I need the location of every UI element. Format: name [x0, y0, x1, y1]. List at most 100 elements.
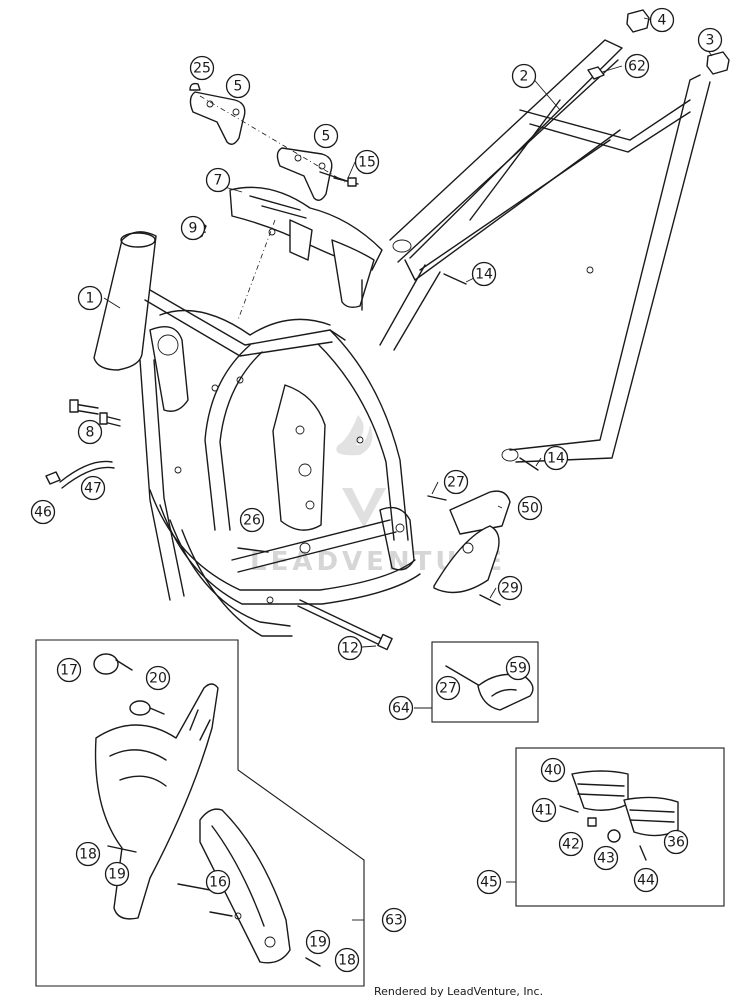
callout-25: 25	[189, 55, 215, 81]
callout-19b: 19	[305, 929, 331, 955]
callout-59: 59	[505, 655, 531, 681]
callout-label: 19	[309, 935, 327, 951]
callout-circle	[189, 55, 215, 81]
callout-circle	[80, 475, 106, 501]
callout-circle	[56, 657, 82, 683]
callout-label: 8	[86, 425, 95, 441]
long-bolt	[297, 599, 393, 651]
callout-36: 36	[663, 829, 689, 855]
callout-circle	[511, 63, 537, 89]
callout-label: 59	[509, 661, 527, 677]
callout-label: 27	[447, 475, 465, 491]
callout-label: 4	[658, 13, 667, 29]
callout-label: 42	[562, 837, 580, 853]
callout-label: 3	[706, 33, 715, 49]
callout-label: 29	[501, 581, 519, 597]
credit-text: Rendered by LeadVenture, Inc.	[374, 985, 544, 998]
callout-circle	[205, 869, 231, 895]
callout-label: 62	[628, 59, 646, 75]
callout-label: 19	[108, 867, 126, 883]
engine-bolt	[237, 547, 269, 553]
engine-mount-brackets	[189, 82, 359, 201]
callout-label: 44	[637, 873, 655, 889]
rear-subframe	[379, 39, 711, 463]
callout-19a: 19	[104, 861, 130, 887]
callout-circle	[543, 445, 569, 471]
callout-label: 9	[189, 221, 198, 237]
callout-circle	[697, 27, 723, 53]
callout-circle	[225, 73, 251, 99]
callout-circle	[505, 655, 531, 681]
skid-plate-bracket	[229, 186, 383, 321]
callout-14b: 14	[543, 445, 569, 471]
callout-14a: 14	[471, 261, 497, 287]
callout-63: 63	[381, 907, 407, 933]
callout-41: 41	[531, 797, 557, 823]
callout-circle	[540, 757, 566, 783]
callout-2: 2	[511, 63, 537, 89]
main-frame	[93, 231, 421, 637]
callout-circle	[624, 53, 650, 79]
callout-label: 47	[84, 481, 102, 497]
callout-label: 64	[392, 701, 410, 717]
callout-47: 47	[80, 475, 106, 501]
callout-circle	[593, 845, 619, 871]
callout-46: 46	[30, 499, 56, 525]
callout-label: 36	[667, 835, 685, 851]
callout-circle	[531, 797, 557, 823]
callout-label: 16	[209, 875, 227, 891]
callout-label: 50	[521, 501, 539, 517]
callout-circle	[30, 499, 56, 525]
callout-label: 5	[322, 129, 331, 145]
callout-label: 15	[358, 155, 376, 171]
callout-label: 7	[214, 173, 223, 189]
callout-62: 62	[624, 53, 650, 79]
callout-26: 26	[239, 507, 265, 533]
callout-label: 5	[234, 79, 243, 95]
callout-circle	[313, 123, 339, 149]
breather-hose	[45, 460, 115, 489]
callout-layer: 1234557891214141516171818191920252627272…	[30, 7, 723, 973]
callout-circle	[77, 419, 103, 445]
bracket-bolt	[319, 171, 357, 187]
callout-circle	[75, 841, 101, 867]
callout-42: 42	[558, 831, 584, 857]
rubber-buffers	[587, 9, 730, 80]
bolts-left	[69, 399, 121, 427]
callout-label: 20	[149, 671, 167, 687]
callout-circle	[354, 149, 380, 175]
callout-circle	[663, 829, 689, 855]
callout-45: 45	[476, 869, 502, 895]
callout-27b: 27	[435, 675, 461, 701]
callout-label: 17	[60, 663, 78, 679]
callout-circle	[334, 947, 360, 973]
callout-label: 25	[193, 61, 211, 77]
callout-8: 8	[77, 419, 103, 445]
callout-50: 50	[517, 495, 543, 521]
callout-circle	[77, 285, 103, 311]
callout-circle	[180, 215, 206, 241]
callout-label: 27	[439, 681, 457, 697]
callout-7: 7	[205, 167, 231, 193]
callout-4: 4	[649, 7, 675, 33]
callout-17: 17	[56, 657, 82, 683]
callout-circle	[104, 861, 130, 887]
callout-label: 63	[385, 913, 403, 929]
subframe-bolts	[443, 273, 539, 471]
callout-64: 64	[388, 695, 414, 721]
callout-circle	[239, 507, 265, 533]
callout-circle	[381, 907, 407, 933]
callout-5a: 5	[225, 73, 251, 99]
callout-9: 9	[180, 215, 206, 241]
callout-circle	[476, 869, 502, 895]
callout-circle	[558, 831, 584, 857]
callout-label: 18	[79, 847, 97, 863]
callout-circle	[443, 469, 469, 495]
box-45	[515, 747, 725, 907]
callout-3: 3	[697, 27, 723, 53]
callout-20: 20	[145, 665, 171, 691]
callout-16: 16	[205, 869, 231, 895]
callout-circle	[388, 695, 414, 721]
callout-43: 43	[593, 845, 619, 871]
